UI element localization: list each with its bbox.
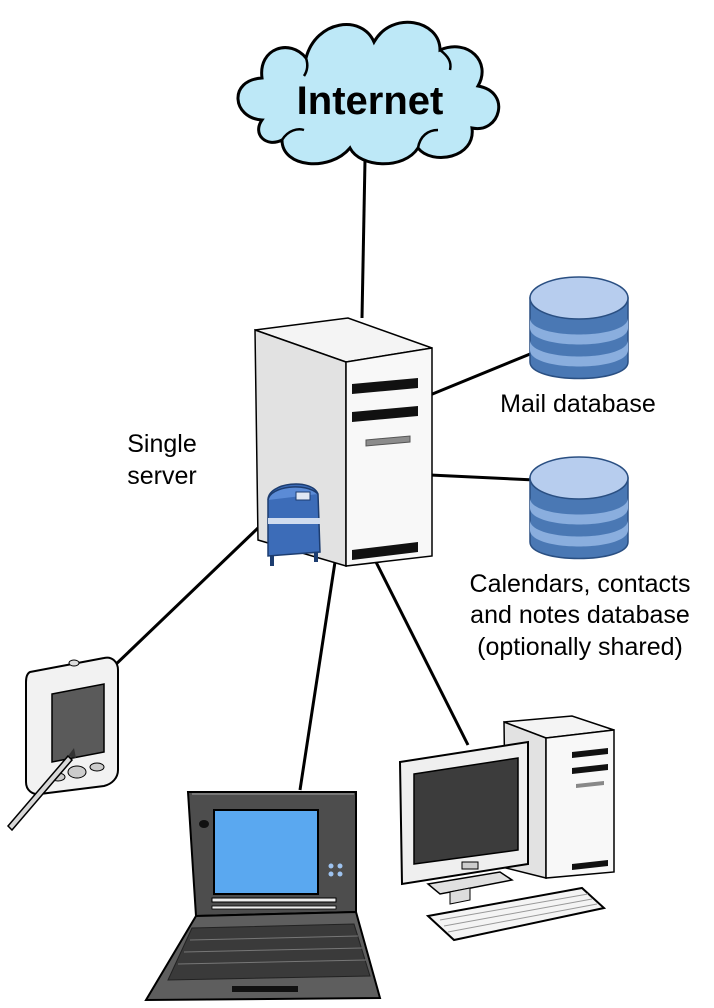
cal-database-label-line3: (optionally shared) — [477, 633, 683, 661]
link-server-cal-db — [429, 473, 536, 482]
connection-lines — [110, 159, 536, 791]
cal-database-label-line1: Calendars, contacts — [470, 570, 691, 598]
pda-icon — [6, 656, 119, 832]
link-server-desktop — [373, 559, 470, 746]
server-label-line1: Single — [127, 430, 197, 458]
desktop-computer-icon — [398, 715, 615, 942]
server-label-line2: server — [127, 462, 196, 490]
link-internet-server — [360, 159, 367, 319]
mail-database-icon — [529, 276, 629, 380]
cloud-icon: Internet — [236, 20, 501, 166]
mail-database-label: Mail database — [500, 390, 656, 418]
link-server-laptop — [298, 561, 337, 791]
calendars-database-icon — [529, 456, 629, 560]
server-tower-icon — [254, 317, 433, 568]
mailbox-icon — [267, 483, 321, 566]
laptop-icon — [144, 791, 382, 1002]
link-server-pda — [110, 526, 260, 670]
cal-database-label-line2: and notes database — [470, 601, 690, 629]
cloud-label: Internet — [297, 79, 444, 123]
link-server-mail-db — [429, 350, 536, 397]
